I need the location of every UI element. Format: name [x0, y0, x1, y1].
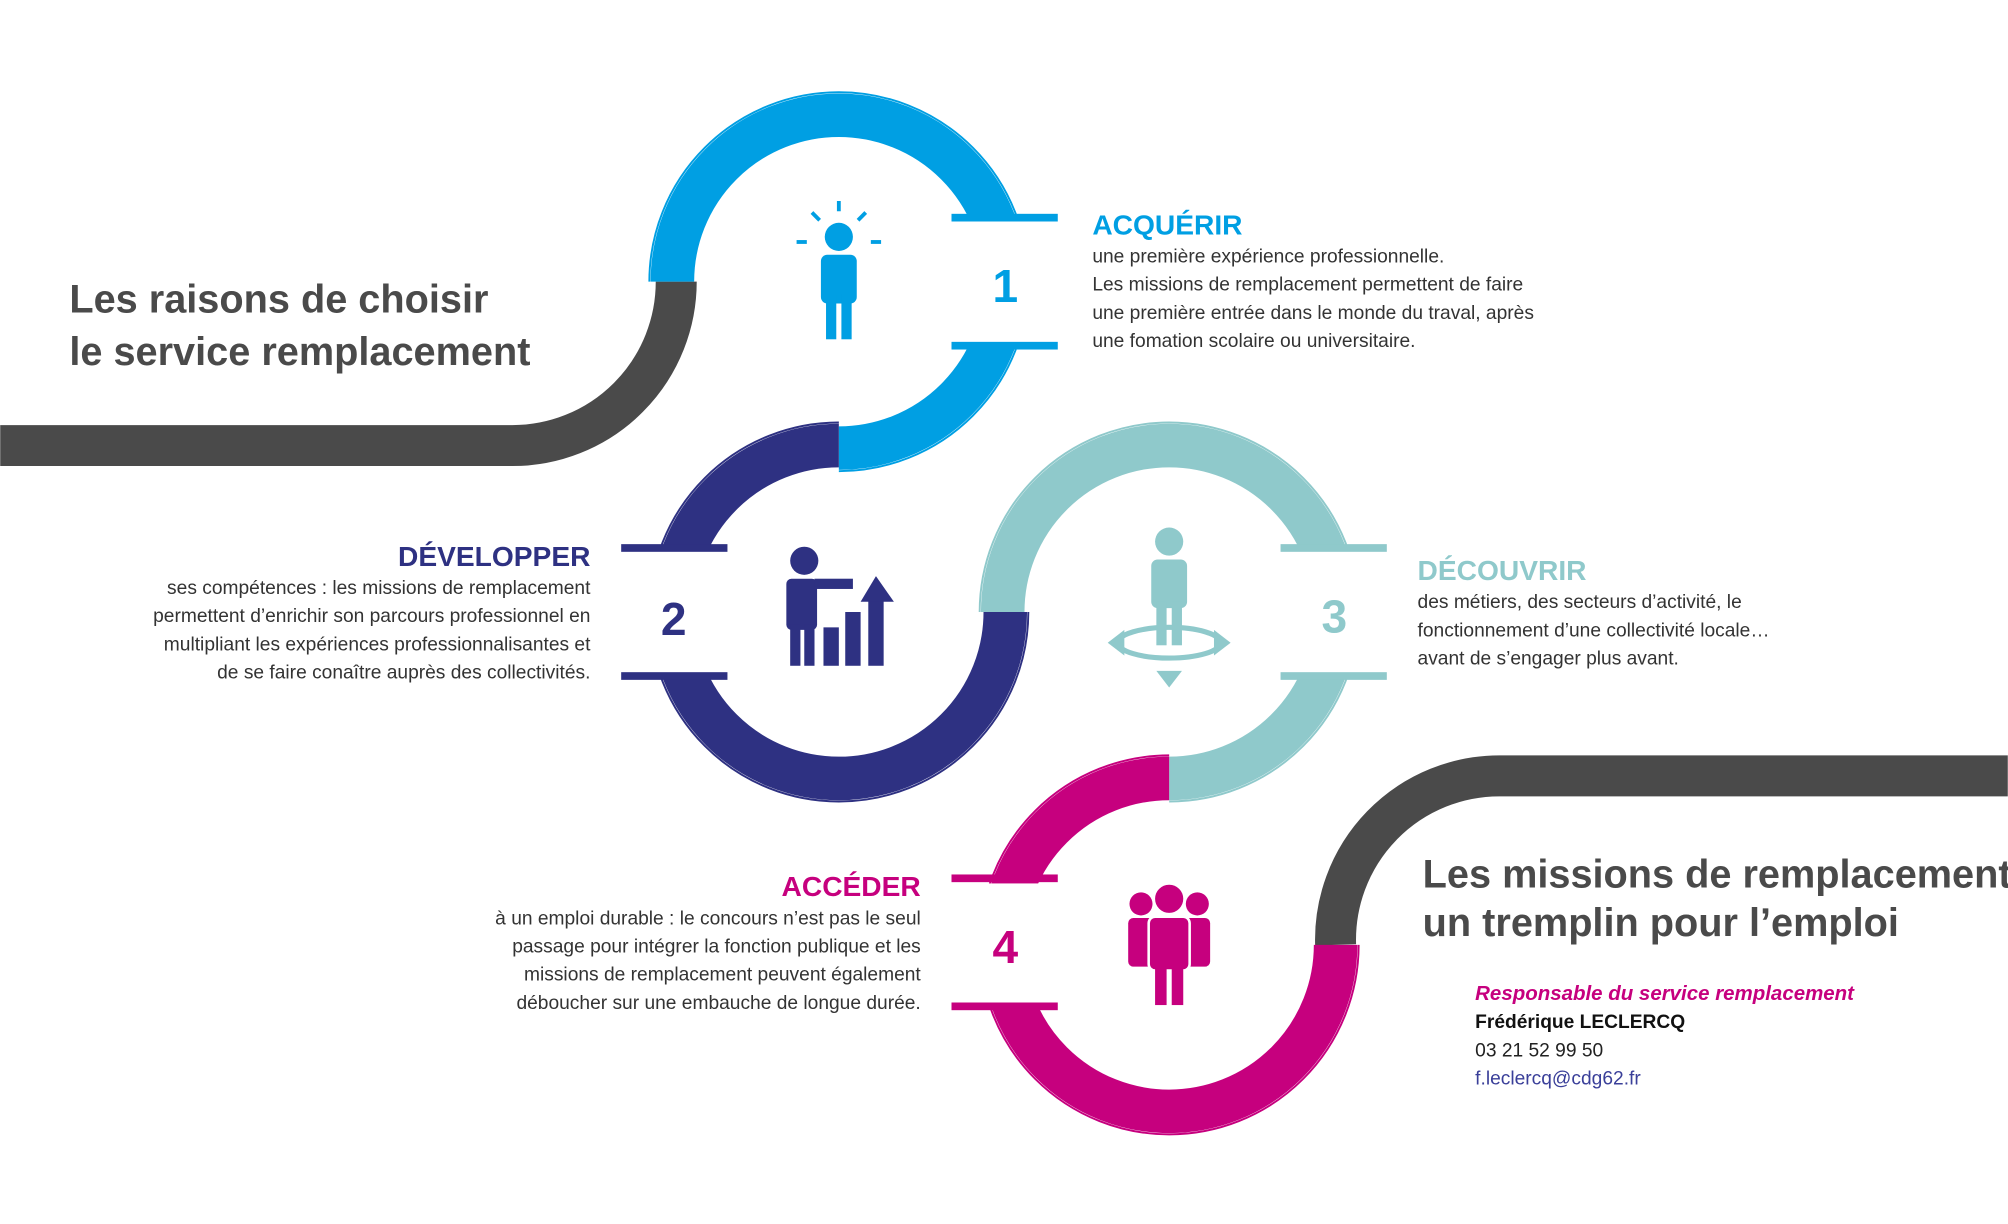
step-4-heading: ACCÉDER [782, 871, 921, 902]
step-4-line: à un emploi durable : le concours n’est … [495, 908, 921, 929]
step-2-text: DÉVELOPPER ses compétences : les mission… [153, 541, 591, 684]
title-right-line-1: Les missions de remplacement : [1423, 852, 2008, 896]
road-left [0, 281, 697, 467]
step-2-line: multipliant les expériences professionna… [164, 634, 591, 655]
step-3-heading: DÉCOUVRIR [1418, 555, 1587, 586]
step-1-line: une première entrée dans le monde du tra… [1092, 303, 1534, 324]
step-3-line: des métiers, des secteurs d’activité, le [1418, 592, 1742, 613]
contact-phone: 03 21 52 99 50 [1475, 1040, 1603, 1061]
step-2-number: 2 [661, 593, 687, 645]
step-3-line: fonctionnement d’une collectivité locale… [1418, 620, 1770, 641]
step-4-number: 4 [992, 921, 1018, 973]
contact-role: Responsable du service remplacement [1475, 982, 1855, 1005]
step-1-line: une première expérience professionnelle. [1092, 246, 1444, 267]
title-left-line-1: Les raisons de choisir [69, 277, 488, 321]
contact-name: Frédérique LECLERCQ [1475, 1012, 1685, 1033]
step-2-line: permettent d’enrichir son parcours profe… [153, 606, 590, 627]
road-right [1315, 755, 2008, 946]
step-1-line: une fomation scolaire ou universitaire. [1092, 331, 1415, 352]
step-2-line: de se faire conaître auprès des collecti… [217, 663, 590, 684]
step-3-number: 3 [1322, 590, 1348, 642]
step-2-ring [614, 421, 1030, 803]
step-4-ring [945, 754, 1360, 1136]
step-1-heading: ACQUÉRIR [1092, 209, 1242, 240]
step-4-line: missions de remplacement peuvent égaleme… [524, 965, 921, 986]
step-3-ring [978, 421, 1400, 803]
person-directions-icon [1107, 527, 1231, 688]
step-1-ring [648, 91, 1070, 473]
contact-email[interactable]: f.leclercq@cdg62.fr [1475, 1068, 1641, 1089]
title-left-line-2: le service remplacement [69, 330, 530, 374]
title-right-line-2: un tremplin pour l’emploi [1423, 901, 1899, 945]
step-3-text: DÉCOUVRIR des métiers, des secteurs d’ac… [1418, 555, 1770, 670]
team-icon [1128, 882, 1211, 1006]
idea-person-icon [796, 201, 882, 340]
step-4-line: passage pour intégrer la fonction publiq… [512, 937, 921, 958]
step-1-line: Les missions de remplacement permettent … [1092, 275, 1523, 296]
step-3-line: avant de s’engager plus avant. [1418, 648, 1679, 669]
step-2-heading: DÉVELOPPER [398, 541, 590, 572]
contact-block: Responsable du service remplacement Fréd… [1475, 982, 1855, 1090]
growth-chart-person-icon [786, 546, 894, 666]
step-1-number: 1 [992, 260, 1018, 312]
step-4-text: ACCÉDER à un emploi durable : le concour… [495, 871, 921, 1014]
step-2-line: ses compétences : les missions de rempla… [167, 578, 591, 599]
step-1-text: ACQUÉRIR une première expérience profess… [1092, 209, 1534, 352]
step-4-line: déboucher sur une embauche de longue dur… [516, 993, 920, 1014]
